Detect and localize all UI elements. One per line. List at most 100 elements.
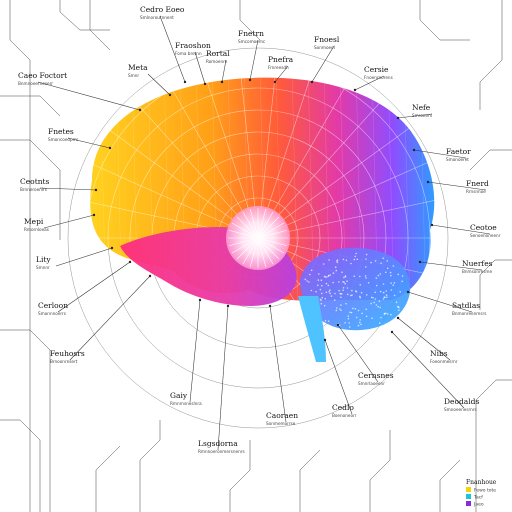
grid-hatch (436, 70, 442, 310)
cerebellum-dot (341, 271, 343, 274)
cerebellum-dot (327, 284, 330, 287)
cerebellum-dot (379, 290, 382, 293)
legend-swatch-1 (466, 487, 471, 492)
cerebellum-dot (334, 292, 336, 295)
cerebellum-dot (320, 279, 323, 282)
cerebellum-dot (328, 291, 330, 293)
cerebellum-dot (315, 290, 317, 293)
callout-title: Mepi (24, 217, 44, 226)
callout-title: Ceotnts (20, 177, 50, 186)
leader-dot (110, 246, 114, 250)
leader-line (324, 339, 353, 415)
cerebellum-dot (343, 276, 345, 279)
cerebellum-dot (308, 281, 310, 283)
cerebellum-dot (340, 296, 342, 299)
cerebellum-dot (375, 277, 378, 279)
cerebellum-dot (352, 307, 354, 310)
callout-title: Cerloon (38, 301, 68, 310)
cerebellum-dot (392, 265, 395, 267)
leader-dot (418, 260, 422, 264)
cerebellum-dot (348, 322, 351, 324)
leader-dot (396, 116, 400, 120)
core-ray (236, 239, 257, 260)
cerebellum-dot (397, 273, 400, 276)
leader-line (189, 299, 201, 403)
cerebellum (300, 247, 411, 331)
cerebellum-dot (348, 326, 351, 328)
callout-subtitle: Smnr (128, 73, 139, 78)
leader-line (407, 291, 473, 313)
callout-title: Lity (36, 255, 51, 264)
cerebellum-dot (377, 274, 380, 277)
cerebellum-dot (353, 258, 356, 261)
cerebellum-dot (359, 319, 362, 321)
cerebellum-dot (355, 291, 358, 293)
callout-title: Lsgsdorna (198, 439, 238, 448)
cerebellum-dot (344, 282, 347, 285)
callout-title: Gaiy (170, 391, 188, 400)
callout-title: Satdlas (452, 301, 480, 310)
cerebellum-dot (374, 291, 377, 294)
callout-subtitle: Rmnnoeronmersnenrs (198, 449, 245, 454)
callout-subtitle: Smonoeret (446, 157, 469, 162)
legend-swatch-3 (466, 501, 471, 506)
leader-line (431, 224, 491, 235)
cerebellum-dot (355, 316, 358, 319)
leader-dot (108, 146, 112, 150)
cerebellum-dot (390, 313, 392, 316)
cerebellum-dot (342, 289, 344, 292)
leader-line (39, 187, 97, 191)
callout-subtitle: Smlnoroutnnent (140, 15, 174, 20)
grid-spoke (257, 148, 435, 239)
brainstem (298, 296, 326, 362)
core-ray (259, 216, 280, 237)
cerebellum-dot (365, 258, 367, 260)
callout-subtitle: Bnmnoeerneserr (18, 81, 53, 86)
cerebellum-dot (309, 273, 311, 276)
cerebellum-dot (325, 282, 328, 285)
leader-line (147, 73, 171, 96)
cerebellum-dot (321, 296, 324, 299)
cerebellum-dot (386, 260, 389, 262)
cerebellum-dot (379, 322, 381, 324)
legend-label-3: Jaeo (473, 502, 484, 508)
cerebellum-dot (318, 273, 320, 275)
leader-dot (273, 80, 277, 84)
leader-line (55, 247, 113, 267)
cerebellum-dot (385, 312, 387, 315)
leader-line (37, 81, 141, 111)
leader-dot (128, 260, 132, 264)
leader-dot (396, 316, 400, 320)
leader-line (217, 305, 229, 451)
cerebellum-dot (383, 296, 386, 298)
cerebellum-dot (345, 302, 347, 305)
callout-subtitle: Rmnrnsneslnra (170, 401, 202, 406)
cerebellum-dot (386, 296, 388, 299)
callout-subtitle: Smroeenl (412, 113, 432, 118)
cerebellum-dot (351, 294, 353, 296)
callout-title: Nefe (412, 103, 431, 112)
cerebellum-dot (336, 260, 338, 262)
cerebellum-dot (365, 315, 368, 318)
cerebellum-dot (385, 271, 387, 274)
callout-subtitle: Brnneroenlrs (20, 187, 47, 192)
callout-title: Pnefra (268, 55, 294, 64)
cerebellum-dot (335, 307, 338, 309)
cerebellum-dot (342, 258, 345, 261)
leader-line (391, 331, 465, 409)
callout-title: Ceotoe (470, 223, 497, 232)
cerebellum-dot (328, 259, 330, 261)
cerebellum-dot (365, 277, 367, 279)
core-ray (260, 222, 285, 237)
cerebellum-dot (321, 292, 323, 295)
cerebellum-dot (370, 302, 373, 305)
core-ray (249, 208, 258, 236)
core-ray (242, 211, 257, 236)
